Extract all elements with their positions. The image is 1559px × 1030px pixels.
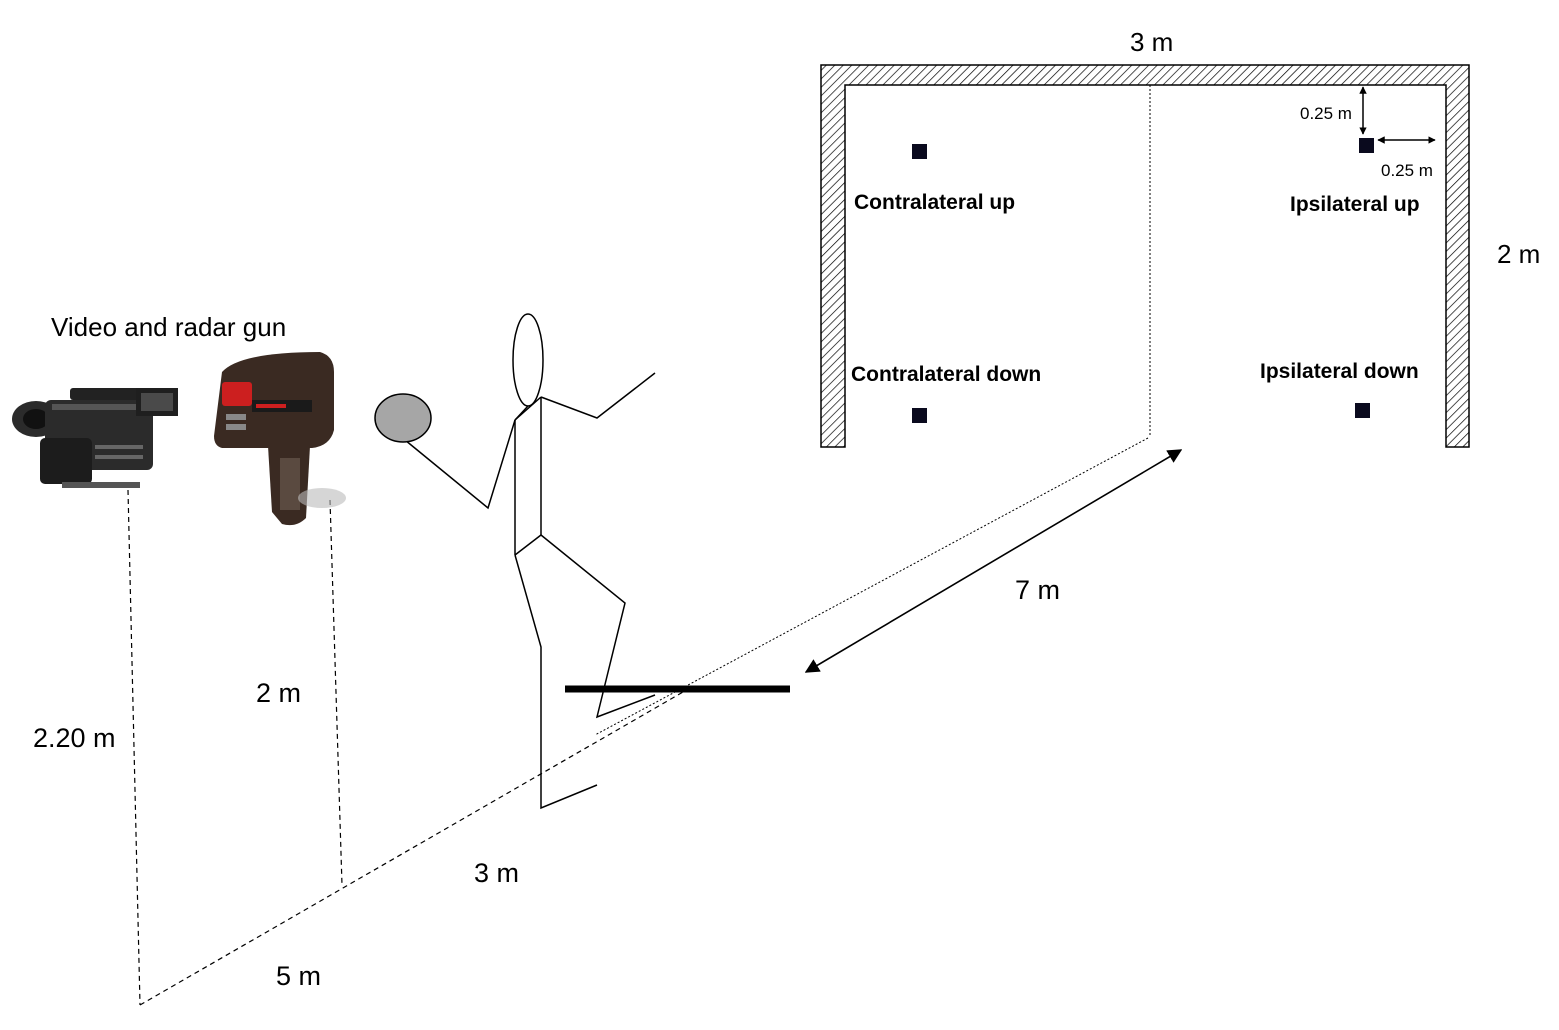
throw-distance-arrow <box>804 449 1183 673</box>
ground-line <box>139 687 691 1006</box>
offset-vertical-label: 0.25 m <box>1300 104 1352 123</box>
stick-figure-icon <box>404 313 656 810</box>
radar-distance-label: 3 m <box>474 858 519 888</box>
goal-width-label: 3 m <box>1130 27 1173 57</box>
goal-height-label: 2 m <box>1497 239 1540 269</box>
camera-height-label: 2.20 m <box>33 723 116 753</box>
offset-horizontal-label: 0.25 m <box>1381 161 1433 180</box>
target-contralateral-up <box>912 144 927 159</box>
target-label-ipsilateral-down: Ipsilateral down <box>1260 360 1419 383</box>
target-label-ipsilateral-up: Ipsilateral up <box>1290 193 1420 216</box>
radar-height-line <box>329 499 343 886</box>
ball-icon <box>374 393 432 443</box>
radar-height-label: 2 m <box>256 678 301 708</box>
target-ipsilateral-up <box>1359 138 1374 153</box>
target-contralateral-down <box>912 408 927 423</box>
equipment-label: Video and radar gun <box>51 312 286 342</box>
video-camera-icon <box>12 388 178 488</box>
camera-distance-label: 5 m <box>276 961 321 991</box>
goal-frame <box>820 64 1470 448</box>
floor-perspective-line <box>594 437 1149 736</box>
target-label-contralateral-up: Contralateral up <box>854 191 1015 214</box>
throw-distance-label: 7 m <box>1015 575 1060 605</box>
target-label-contralateral-down: Contralateral down <box>851 363 1041 386</box>
target-ipsilateral-down <box>1355 403 1370 418</box>
camera-height-line <box>127 489 141 1006</box>
radar-gun-icon <box>214 352 346 526</box>
